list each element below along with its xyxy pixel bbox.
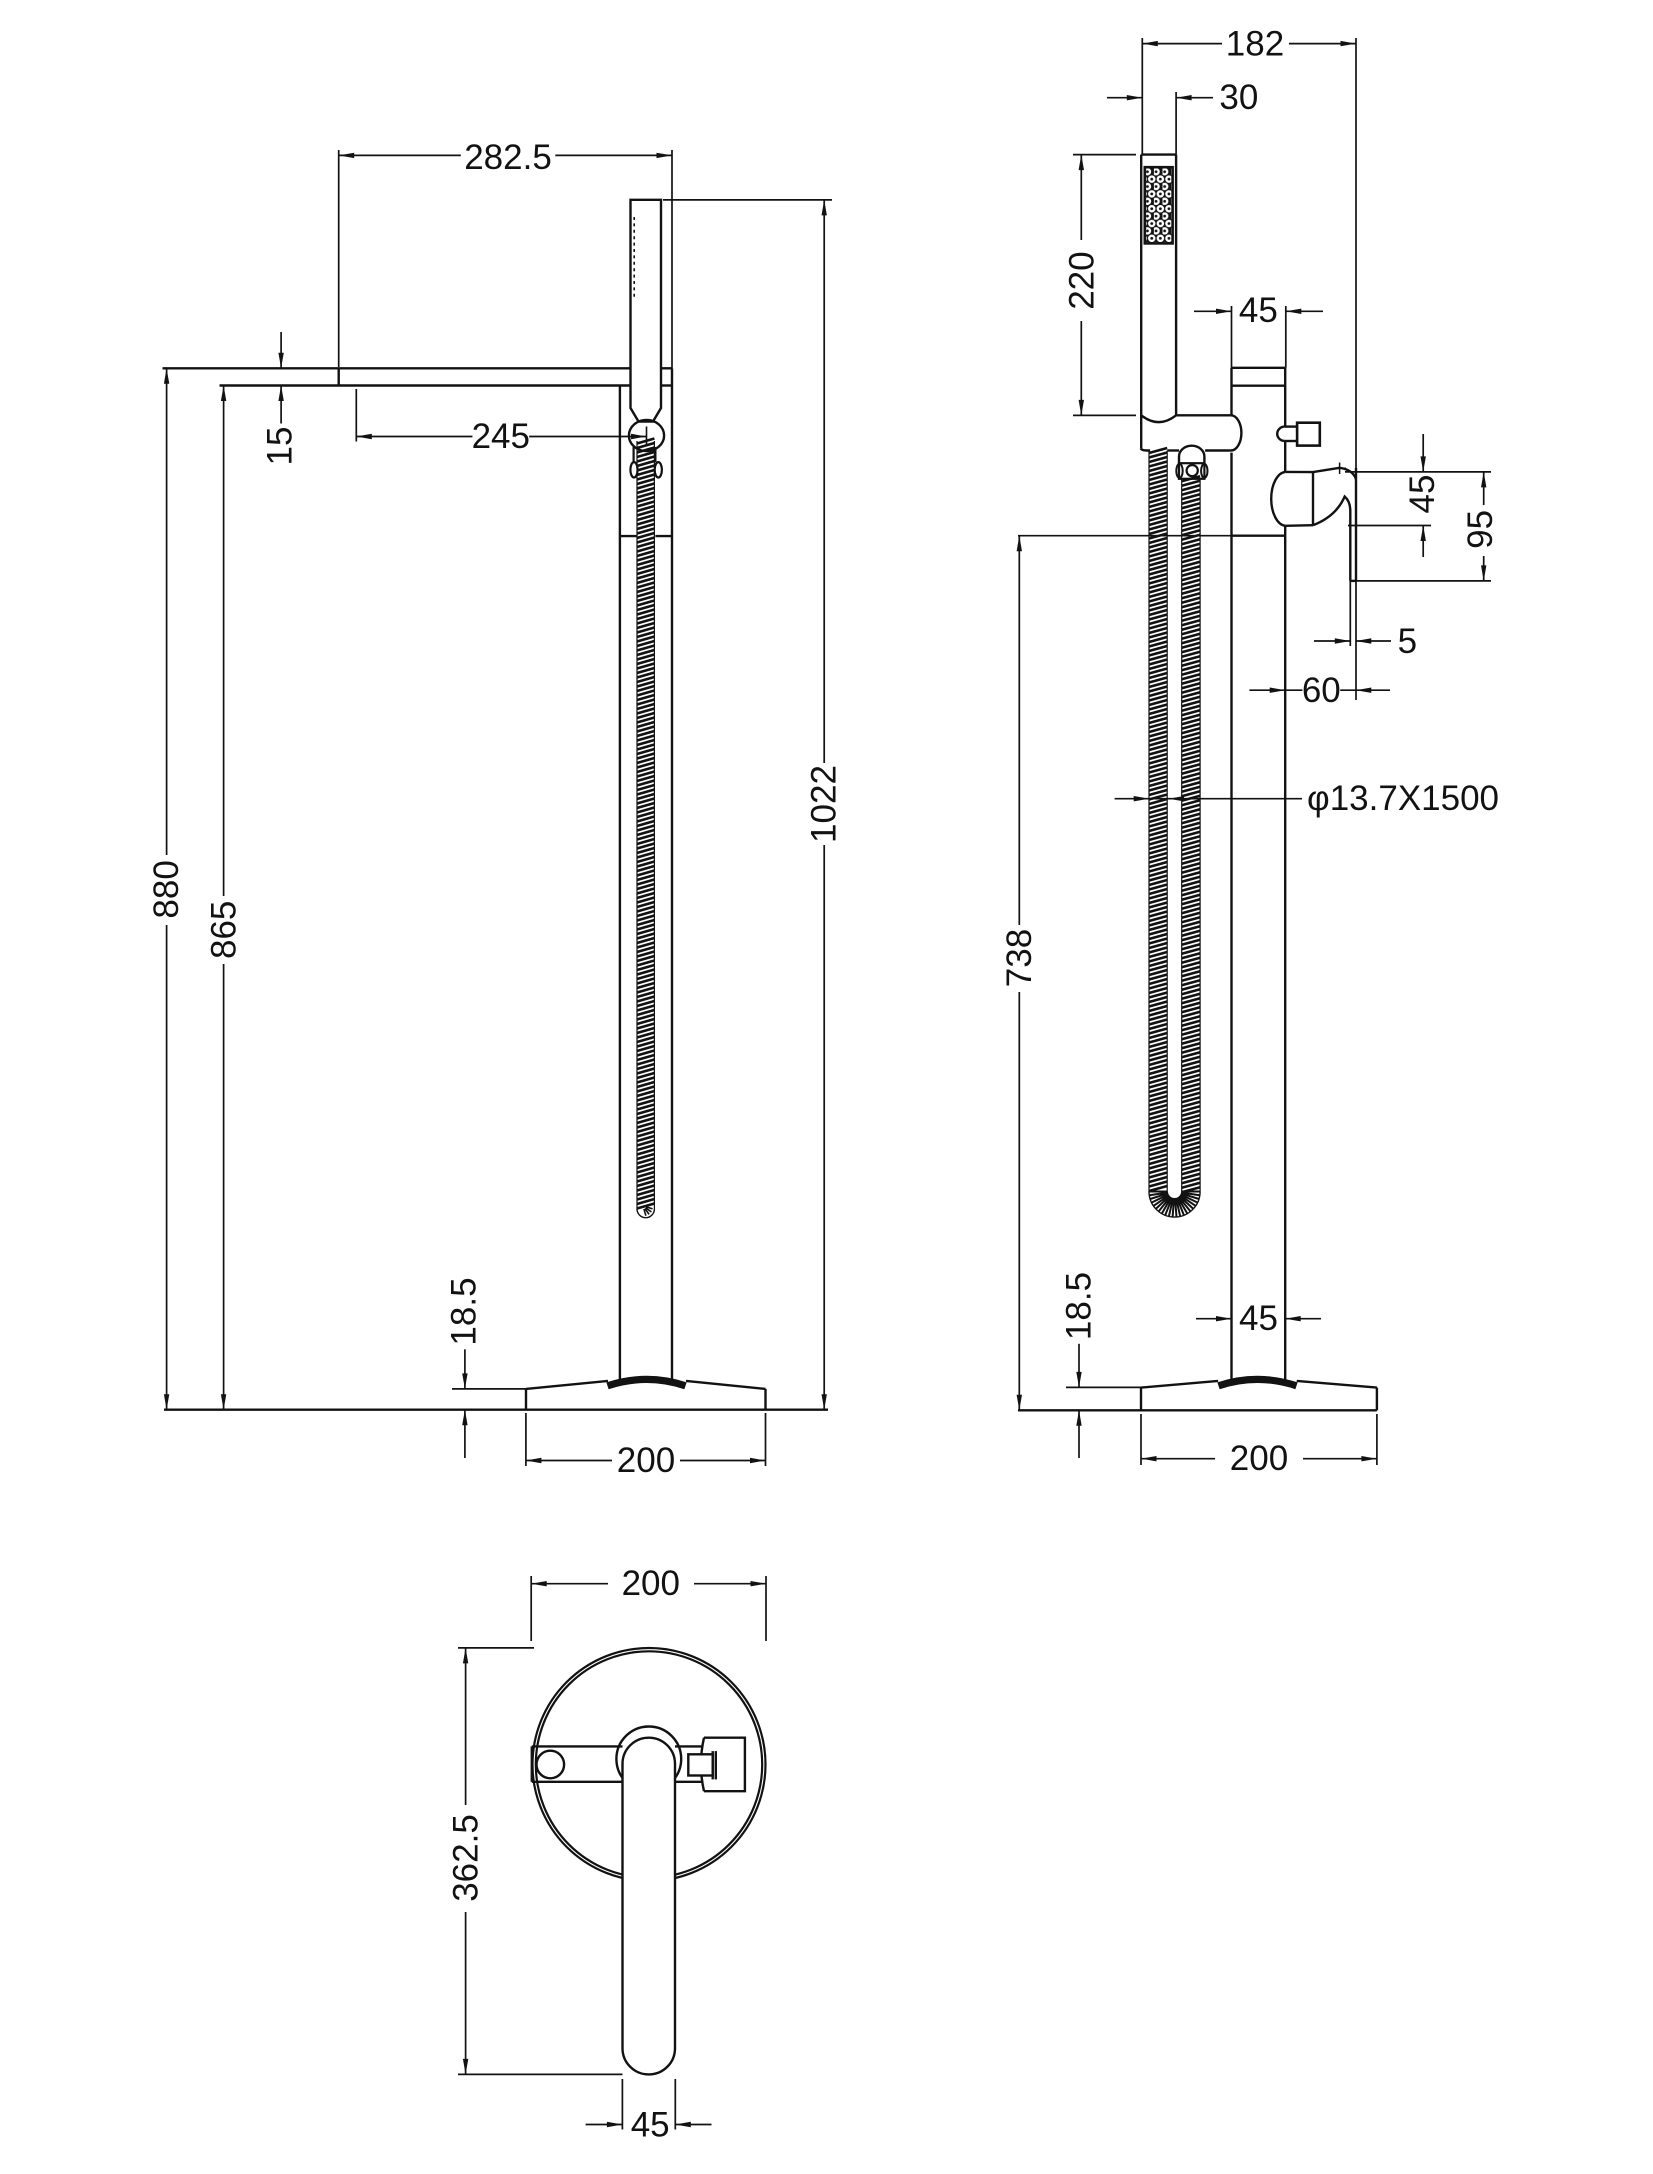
- svg-text:880: 880: [147, 860, 186, 918]
- svg-text:95: 95: [1461, 510, 1500, 549]
- svg-text:φ13.7X1500: φ13.7X1500: [1307, 779, 1499, 818]
- svg-text:18.5: 18.5: [445, 1277, 484, 1345]
- svg-text:15: 15: [261, 427, 300, 466]
- svg-text:18.5: 18.5: [1060, 1272, 1099, 1340]
- svg-text:45: 45: [631, 2106, 670, 2145]
- svg-text:200: 200: [622, 1564, 680, 1603]
- svg-text:60: 60: [1302, 671, 1341, 710]
- svg-text:45: 45: [1239, 1299, 1278, 1338]
- svg-text:30: 30: [1219, 78, 1258, 117]
- svg-text:182: 182: [1226, 25, 1284, 64]
- svg-text:200: 200: [617, 1441, 675, 1480]
- svg-text:45: 45: [1239, 291, 1278, 330]
- svg-text:220: 220: [1063, 251, 1102, 309]
- svg-text:45: 45: [1403, 475, 1442, 514]
- svg-text:200: 200: [1230, 1439, 1288, 1478]
- svg-text:245: 245: [472, 417, 530, 456]
- svg-text:738: 738: [1000, 929, 1039, 987]
- svg-text:282.5: 282.5: [464, 138, 552, 177]
- svg-text:5: 5: [1398, 622, 1417, 661]
- svg-text:1022: 1022: [805, 765, 844, 843]
- svg-text:362.5: 362.5: [447, 1814, 486, 1902]
- svg-text:865: 865: [204, 901, 243, 959]
